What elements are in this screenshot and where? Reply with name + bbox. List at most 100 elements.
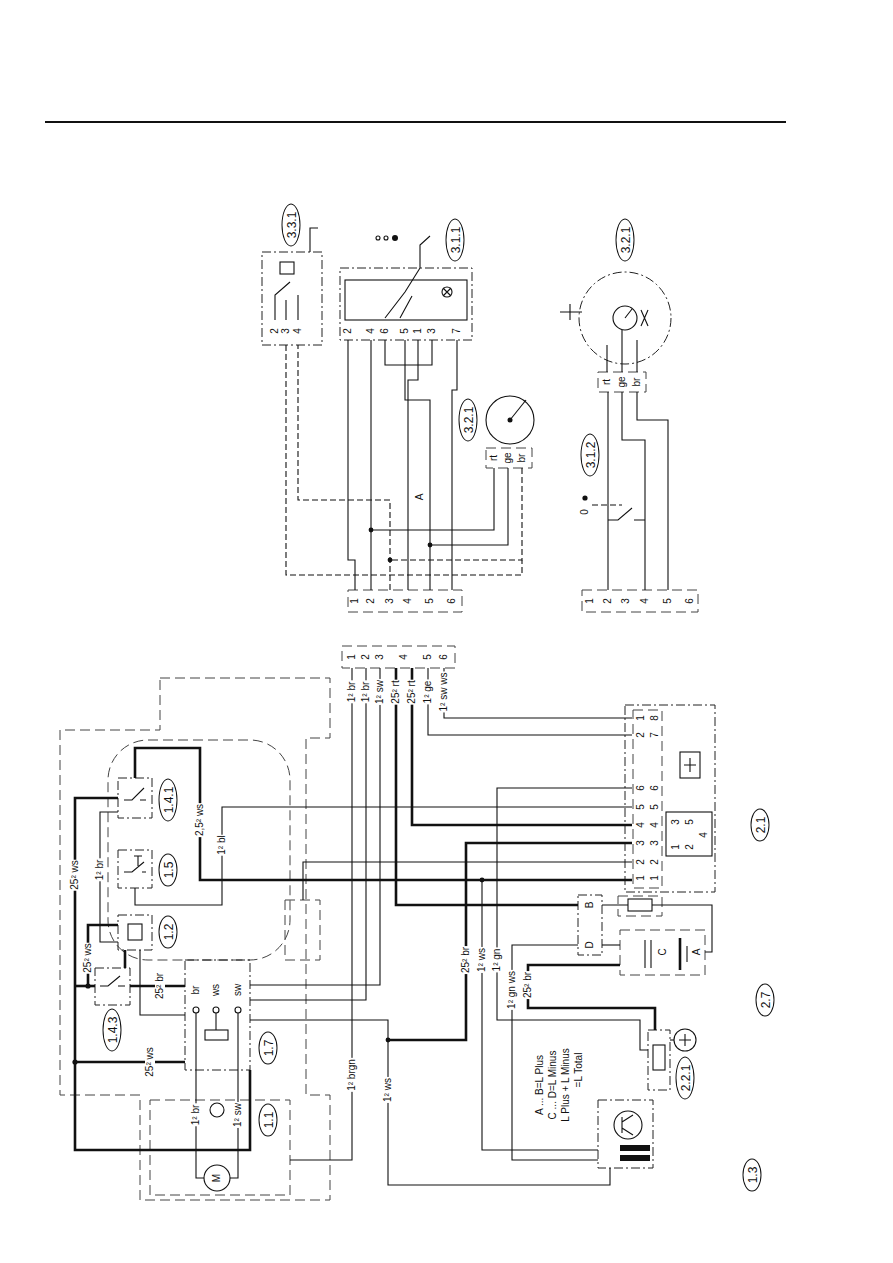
callout-number: 1.3 — [746, 1167, 758, 1184]
terminal-symbol — [193, 1007, 199, 1013]
wire-label: ge — [503, 451, 513, 464]
gauge-pivot — [508, 418, 513, 423]
plug-symbol — [598, 372, 646, 392]
wire-label: 25² rt — [391, 679, 401, 704]
wire-label: 1² br — [361, 681, 371, 704]
wire-label: 1² ws — [477, 947, 487, 973]
callout-number: 2.1 — [754, 817, 766, 834]
terminal-symbol — [235, 1007, 241, 1013]
wire-label: 5 — [636, 803, 646, 811]
wire-label: 25² rt — [407, 679, 417, 704]
wire-label: 4 — [399, 653, 409, 661]
callout-number: 3.1.1 — [449, 227, 461, 254]
wire-label: 3 — [671, 818, 681, 826]
wire-label: ge — [617, 375, 627, 388]
wire-label: C — [658, 947, 668, 956]
diode-symbol — [684, 758, 696, 772]
horn-symbol — [679, 1034, 691, 1046]
callout-number: 3.1.2 — [584, 442, 596, 469]
wire-label: 25² ws — [70, 859, 80, 890]
position-mark — [376, 236, 380, 240]
wire — [412, 668, 632, 825]
wire — [405, 340, 430, 590]
callout-number: 3.3.1 — [285, 212, 297, 239]
wire-label: 6 — [380, 327, 390, 335]
horn-symbol — [674, 1029, 696, 1051]
callout-oval: 1.4.1 — [159, 779, 178, 822]
wire-label: 1² bl — [217, 834, 227, 855]
plug-symbol — [582, 590, 698, 612]
wire-label: 5 — [423, 653, 433, 661]
wire-label: 4 — [636, 821, 646, 829]
wire-label: 5 — [400, 327, 410, 335]
callout-number: 1.2 — [162, 924, 174, 941]
wire — [444, 668, 632, 718]
switch-symbol — [100, 976, 125, 986]
wire-label: 1 — [650, 874, 660, 882]
wire-label: 3 — [427, 327, 437, 335]
junction-dot — [369, 528, 374, 533]
callout-oval: 1.2 — [159, 916, 178, 949]
wire — [75, 1061, 185, 1064]
wire-label: 8 — [650, 714, 660, 722]
wire-label: 1² sw ws — [439, 672, 449, 713]
position-mark — [582, 495, 587, 500]
header-rule — [45, 121, 786, 123]
callout-oval: 1.1 — [259, 1104, 278, 1137]
wire-label: 4 — [699, 831, 709, 839]
component-boxes — [95, 228, 715, 1191]
wire-label: 3 — [650, 839, 660, 847]
wire — [250, 668, 380, 985]
wire-label: 1² ge — [423, 680, 433, 705]
wire-label: 25² br — [461, 946, 471, 974]
junction-dot — [386, 1038, 391, 1043]
callout-oval: 2.1 — [751, 809, 770, 842]
junction-dot — [428, 543, 433, 548]
wire-label: 1 — [671, 843, 681, 851]
capacitor-symbol — [645, 940, 651, 968]
wire-label: 1 — [585, 597, 595, 605]
switch-symbol — [124, 788, 146, 800]
battery-plate — [686, 946, 687, 962]
switch-box — [262, 252, 322, 345]
wire-label: 4 — [403, 597, 413, 605]
wire-label: 1² br — [347, 681, 357, 704]
wire-label: 3 — [621, 597, 631, 605]
wire-label: 2 — [636, 731, 646, 739]
wire — [298, 345, 390, 590]
wire — [286, 345, 522, 575]
dashed-wires — [286, 345, 622, 590]
wire-label: 25² br — [523, 971, 533, 999]
wire-label: 25² ws — [83, 942, 93, 973]
relay-box — [118, 915, 152, 950]
wire-label: M — [212, 1173, 222, 1183]
wire-label: 1 — [347, 653, 357, 661]
wire-label: 2 — [685, 843, 695, 851]
callout-oval: 2.2.1 — [676, 1057, 695, 1100]
junction-dot — [388, 558, 393, 563]
junctions — [72, 495, 587, 1064]
callout-oval: 3.2.1 — [459, 399, 478, 442]
wire-label: 25² br — [155, 972, 165, 1000]
terminal-box — [185, 960, 250, 1070]
gauge-symbol — [486, 396, 534, 444]
wire-label: 7 — [452, 327, 462, 335]
callout-oval: 1.7 — [259, 1032, 278, 1065]
wire-label: =L Total — [574, 1052, 584, 1089]
wire — [430, 468, 508, 545]
wire — [390, 468, 522, 560]
switch-actuator — [592, 504, 622, 505]
wire-label: A ... B=L Plus — [535, 1054, 545, 1116]
wire — [528, 965, 655, 1030]
switch-symbol — [385, 236, 451, 318]
wire-label: 5 — [663, 597, 673, 605]
plug-symbol — [342, 646, 455, 668]
wire-label: br — [191, 985, 201, 996]
wire-label: 1² sw — [233, 1102, 243, 1128]
battery-box — [620, 930, 705, 975]
resistor-symbol — [205, 1030, 228, 1040]
callout-oval: 1.5 — [159, 854, 178, 887]
wire — [290, 668, 352, 1160]
wire — [215, 1013, 216, 1030]
